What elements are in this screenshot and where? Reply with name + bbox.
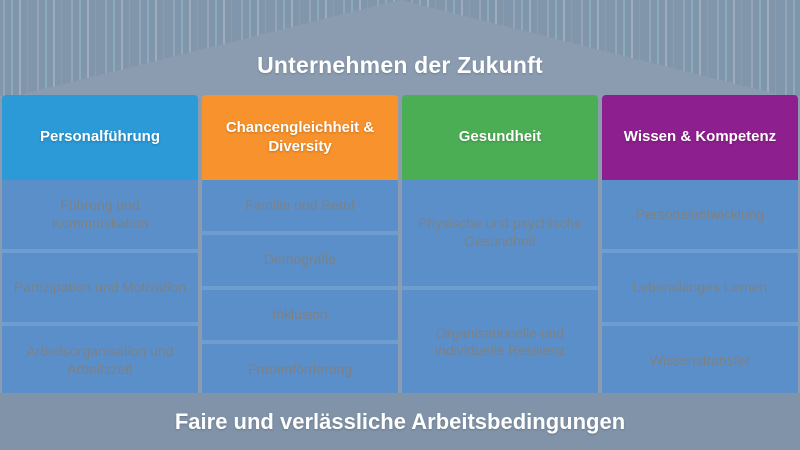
pillar-body-wissen-kompetenz: Personalentwicklung Lebenslanges Lernen … [602, 180, 798, 395]
foundation-label: Faire und verlässliche Arbeitsbedingunge… [174, 408, 626, 434]
list-item[interactable]: Organisationelle und individuelle Resili… [402, 285, 598, 396]
list-item[interactable]: Physische und psychische Gesundheit [417, 215, 583, 249]
pillar-wissen-kompetenz[interactable]: Wissen & Kompetenz Personalentwicklung L… [600, 95, 800, 395]
list-item[interactable]: Personalentwicklung [635, 205, 765, 222]
list-item[interactable]: Partizipation und Motivation [2, 249, 198, 322]
page-title: Unternehmen der Zukunft [257, 52, 543, 78]
pillar-body-gesundheit: Physische und psychische Gesundheit Orga… [402, 180, 598, 395]
pillar-header-chancengleichheit-diversity[interactable]: Chancengleichheit & Diversity [202, 95, 398, 180]
pillar-header-wissen-kompetenz[interactable]: Wissen & Kompetenz [602, 95, 798, 180]
pillar-gesundheit[interactable]: Gesundheit Physische und psychische Gesu… [400, 95, 600, 395]
list-item[interactable]: Frauenförderung [202, 340, 398, 395]
list-item[interactable]: Demografie [202, 230, 398, 286]
pillar-chancengleichheit-diversity[interactable]: Chancengleichheit & Diversity Familie un… [200, 95, 400, 395]
list-item[interactable]: Inklusion [202, 285, 398, 341]
pillar-header-personalfuehrung[interactable]: Personalführung [2, 95, 198, 180]
pillar-body-chancengleichheit-diversity: Familie und Beruf Demografie Inklusion F… [202, 180, 398, 395]
pillar-body-personalfuehrung: Führung und Kommunikation Partizipation … [2, 180, 198, 395]
list-item[interactable]: Arbeitsorganisation und Arbeitszeit [2, 322, 198, 395]
list-item[interactable]: Führung und Kommunikation [51, 197, 149, 231]
foundation-band: Faire und verlässliche Arbeitsbedingunge… [0, 393, 800, 450]
list-item[interactable]: Lebenslanges Lernen [602, 249, 798, 322]
list-item[interactable]: Familie und Beruf [245, 196, 355, 213]
pillar-personalfuehrung[interactable]: Personalführung Führung und Kommunikatio… [0, 95, 200, 395]
pillar-grid: Personalführung Führung und Kommunikatio… [0, 95, 800, 395]
pillar-header-gesundheit[interactable]: Gesundheit [402, 95, 598, 180]
list-item[interactable]: Wissenstransfer [602, 322, 798, 395]
